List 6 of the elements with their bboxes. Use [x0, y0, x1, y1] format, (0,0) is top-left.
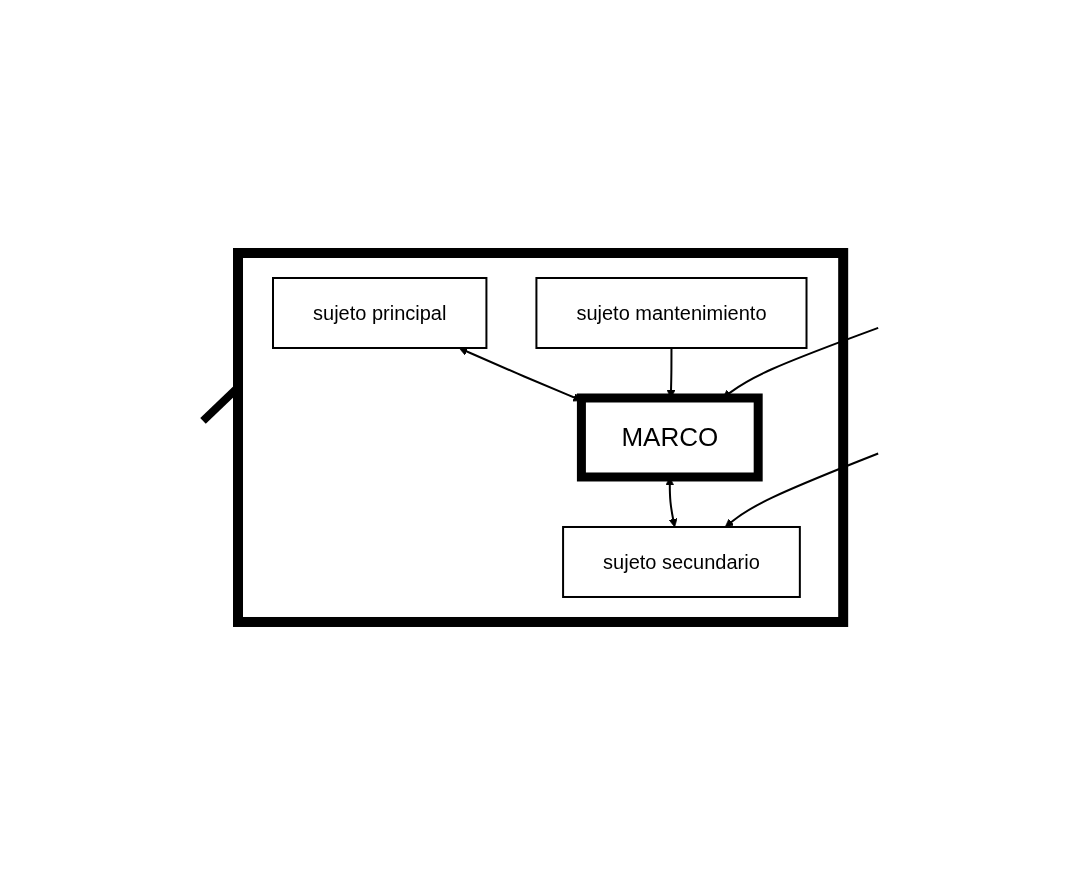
node-box: sujeto secundario [562, 525, 802, 598]
node-box: MARCO [577, 393, 764, 481]
node-box: sujeto mantenimiento [535, 276, 808, 349]
arrow [725, 451, 880, 527]
node-box: sujeto principal [272, 276, 488, 349]
cluster [233, 247, 849, 627]
